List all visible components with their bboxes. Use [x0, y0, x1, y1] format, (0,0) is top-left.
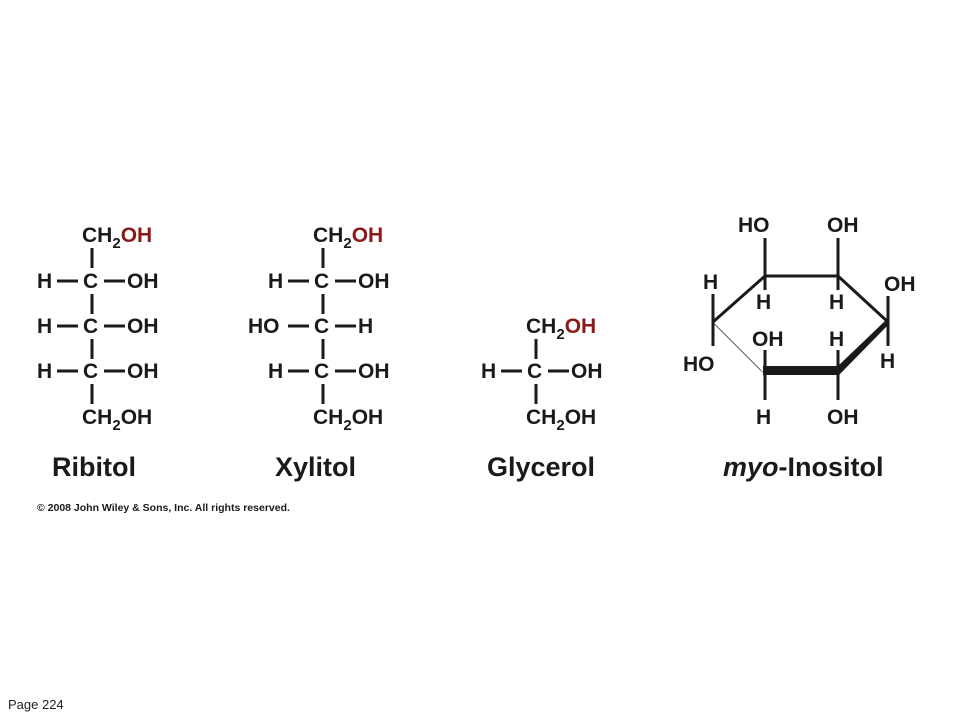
- copyright-notice: © 2008 John Wiley & Sons, Inc. All right…: [37, 502, 290, 514]
- xylitol-row2-right: H: [358, 315, 373, 338]
- inositol-ring-front: [763, 366, 838, 375]
- glycerol-top-ch2: CH2OH: [526, 315, 596, 343]
- ribitol-top-ch2: CH2OH: [82, 224, 152, 252]
- xylitol-row3-right: OH: [358, 360, 390, 383]
- xylitol-bottom-ch2: CH2OH: [313, 406, 383, 434]
- ribitol-row3-carbon: C: [83, 360, 98, 383]
- inositol-label-inner-h-front: H: [829, 328, 844, 351]
- ribitol-bottom-ch2: CH2OH: [82, 406, 152, 434]
- ribitol-row1-right: OH: [127, 270, 159, 293]
- ribitol-row1-carbon: C: [83, 270, 98, 293]
- ribitol-row2-left: H: [37, 315, 52, 338]
- inositol-label-left-ho: HO: [683, 353, 715, 376]
- inositol-ring-front-left: [713, 322, 765, 375]
- xylitol-top-ch2: CH2OH: [313, 224, 383, 252]
- inositol-label-inner-oh: OH: [752, 328, 784, 351]
- xylitol-row1-left: H: [268, 270, 283, 293]
- inositol-label-bottom-h: H: [756, 406, 771, 429]
- inositol-label-inner-h-right: H: [829, 291, 844, 314]
- glycerol-row1-left: H: [481, 360, 496, 383]
- xylitol-row1-carbon: C: [314, 270, 329, 293]
- page-number: Page 224: [8, 697, 64, 712]
- xylitol-row1-right: OH: [358, 270, 390, 293]
- inositol-label-top-left-oh: HO: [738, 214, 770, 237]
- inositol-label-bottom-oh: OH: [827, 406, 859, 429]
- ribitol-row2-right: OH: [127, 315, 159, 338]
- inositol-structure: HO OH H OH H H OH H HO H H OH myo-Inosit…: [683, 214, 916, 482]
- xylitol-name: Xylitol: [275, 452, 356, 482]
- ribitol-row3-left: H: [37, 360, 52, 383]
- xylitol-row3-carbon: C: [314, 360, 329, 383]
- glycerol-bottom-ch2: CH2OH: [526, 406, 596, 434]
- inositol-name: myo-Inositol: [723, 452, 884, 482]
- inositol-ring-front-right: [838, 320, 889, 375]
- inositol-label-top-right-oh: OH: [827, 214, 859, 237]
- xylitol-structure: CH2OH H C OH HO C H H C OH CH2OH Xylitol: [248, 224, 390, 482]
- ribitol-name: Ribitol: [52, 452, 136, 482]
- ribitol-row1-left: H: [37, 270, 52, 293]
- ribitol-row3-right: OH: [127, 360, 159, 383]
- inositol-label-right-oh: OH: [884, 273, 916, 296]
- ribitol-structure: CH2OH H C OH H C OH H C OH CH2OH Ribitol: [37, 224, 159, 482]
- xylitol-row2-left: HO: [248, 315, 280, 338]
- glycerol-name: Glycerol: [487, 452, 595, 482]
- glycerol-row1-right: OH: [571, 360, 603, 383]
- glycerol-row1-carbon: C: [527, 360, 542, 383]
- glycerol-structure: CH2OH H C OH CH2OH Glycerol: [481, 315, 603, 482]
- inositol-label-inner-h-left: H: [756, 291, 771, 314]
- inositol-ring-back: [712, 274, 890, 324]
- ribitol-row2-carbon: C: [83, 315, 98, 338]
- inositol-label-left-h: H: [703, 271, 718, 294]
- xylitol-row3-left: H: [268, 360, 283, 383]
- inositol-label-right-h: H: [880, 350, 895, 373]
- xylitol-row2-carbon: C: [314, 315, 329, 338]
